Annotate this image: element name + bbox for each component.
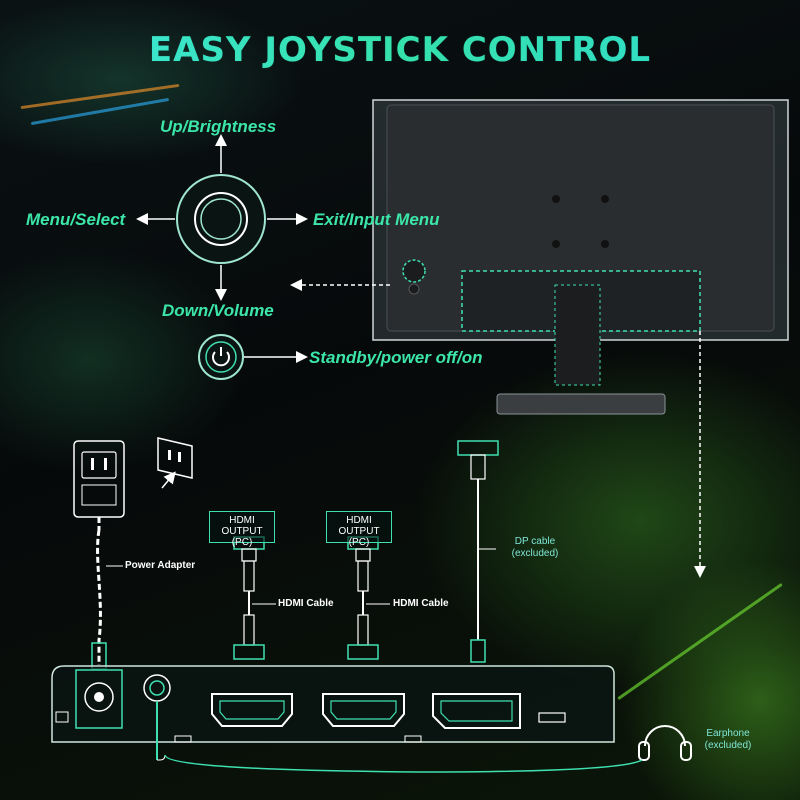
wall-outlet-icon: [157, 437, 193, 489]
joystick-icon: [136, 134, 308, 301]
power-icon: [198, 334, 308, 380]
monitor-back: [290, 99, 789, 578]
power-adapter-icon: [73, 440, 125, 670]
dc-in-port-icon: [75, 669, 123, 729]
standby-power-label: Standby/power off/on: [309, 348, 483, 367]
down-volume-label: Down/Volume: [162, 301, 274, 320]
exit-input-menu-label: Exit/Input Menu: [313, 210, 440, 229]
power-adapter-label: Power Adapter: [125, 560, 196, 571]
port-panel: [51, 665, 615, 761]
hdmi-output-box-1: HDMI OUTPUT (PC): [209, 511, 275, 548]
hdmi-cable-label-2: HDMI Cable: [393, 598, 449, 609]
earphone-icon: [164, 725, 692, 773]
hdmi-port-icon: [211, 693, 293, 727]
dp-cable: [457, 440, 499, 663]
up-brightness-label: Up/Brightness: [160, 117, 277, 136]
hdmi-cable-label-1: HDMI Cable: [278, 598, 334, 609]
hdmi-output-box-2: HDMI OUTPUT (PC): [326, 511, 392, 548]
earphone-label: Earphone (excluded): [704, 728, 752, 751]
menu-select-label: Menu/Select: [26, 210, 126, 229]
hdmi-port-icon: [322, 693, 405, 727]
hdmi-cable-1: [233, 536, 276, 660]
hdmi-cable-2: [347, 536, 390, 660]
dp-cable-label: DP cable (excluded): [511, 536, 559, 559]
displayport-icon: [432, 693, 521, 729]
page-title: EASY JOYSTICK CONTROL: [0, 30, 800, 70]
